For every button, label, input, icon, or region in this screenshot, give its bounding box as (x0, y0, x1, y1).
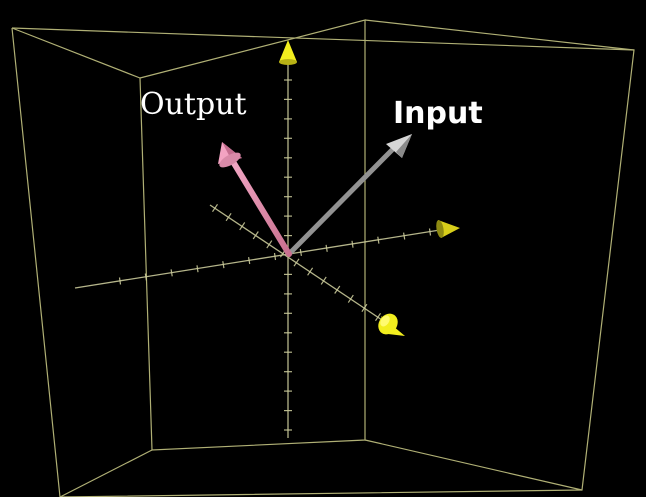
axis-tick (273, 252, 277, 261)
cone-arrowhead-icon (436, 220, 460, 238)
axis-tick (266, 240, 273, 249)
cone-arrowhead-icon (378, 313, 405, 336)
axis-tick (307, 267, 314, 276)
axis-z (209, 204, 386, 323)
box-edge-bottom-right (364, 439, 583, 491)
axis-tick (252, 231, 259, 240)
bounding-box (11, 19, 635, 497)
output-vector (218, 142, 292, 257)
axis-tick (225, 212, 232, 222)
axis-tick (293, 258, 300, 267)
axis-tick (403, 232, 406, 240)
axis-tick (347, 294, 354, 303)
input-label: Input (393, 96, 483, 131)
axis-tick (144, 273, 147, 281)
box-edge-top-right (364, 19, 635, 51)
axis-ticks (118, 79, 432, 431)
axis-tick (351, 240, 354, 248)
input-vector (286, 134, 412, 257)
output-label: Output (140, 87, 247, 122)
axis-tick (325, 244, 328, 252)
cone-arrowhead-icon (279, 40, 297, 65)
axis-tick (118, 277, 122, 285)
axis-tick (239, 222, 246, 231)
axis-arrowheads (279, 40, 460, 336)
axis-tick (170, 269, 173, 277)
axis-tick (428, 228, 432, 236)
box-edge-top-left (11, 27, 141, 79)
axis-x (74, 229, 441, 289)
box-edge-bottom-left (59, 449, 153, 497)
axis-tick (361, 303, 368, 313)
axis-tick (375, 312, 381, 322)
axis-tick (222, 261, 225, 269)
axis-tick (248, 257, 251, 265)
axis-tick (212, 203, 218, 213)
axis-tick (299, 248, 302, 256)
axis-tick (377, 236, 380, 244)
axis-tick (320, 276, 327, 285)
axis-tick (196, 265, 199, 273)
axis-tick (334, 285, 341, 294)
